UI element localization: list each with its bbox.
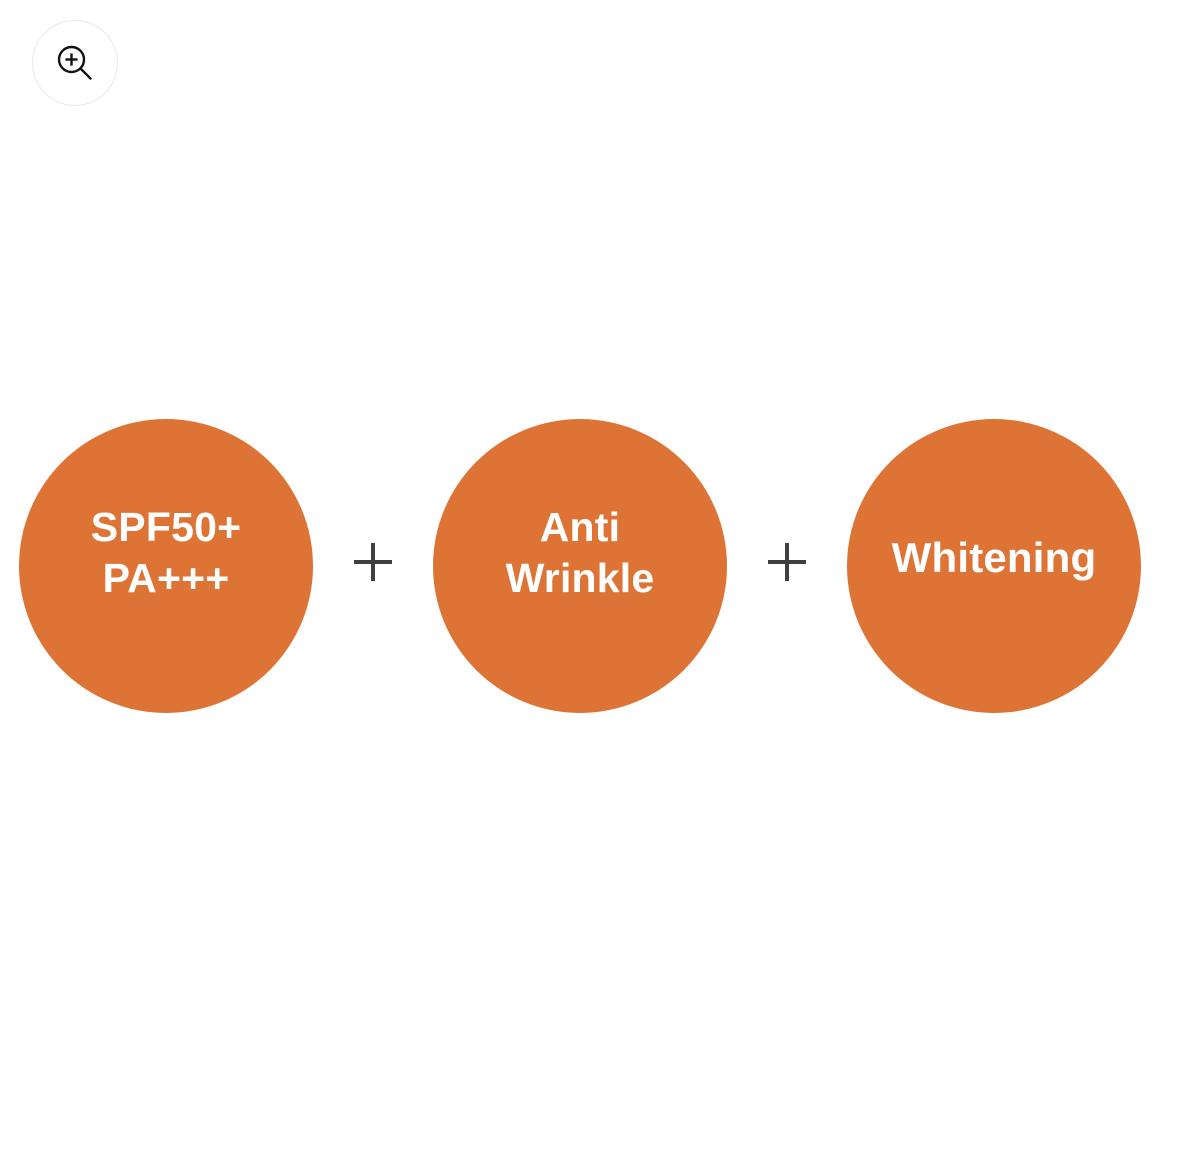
plus-icon [352, 541, 394, 583]
benefit-circle-whitening: Whitening [847, 419, 1141, 713]
plus-separator-1 [313, 541, 433, 583]
plus-icon [766, 541, 808, 583]
benefit-diagram: SPF50+ PA+++ Anti Wrinkle Whitening [0, 418, 1178, 714]
magnifier-plus-icon [53, 41, 97, 85]
benefit-circle-label: Whitening [891, 533, 1097, 581]
zoom-in-button[interactable] [32, 20, 118, 106]
plus-separator-2 [727, 541, 847, 583]
benefit-circle-spf: SPF50+ PA+++ [19, 419, 313, 713]
benefit-circle-anti-wrinkle: Anti Wrinkle [433, 419, 727, 713]
benefit-circle-label: Anti Wrinkle [505, 503, 655, 601]
benefit-circle-label: SPF50+ PA+++ [90, 503, 242, 601]
